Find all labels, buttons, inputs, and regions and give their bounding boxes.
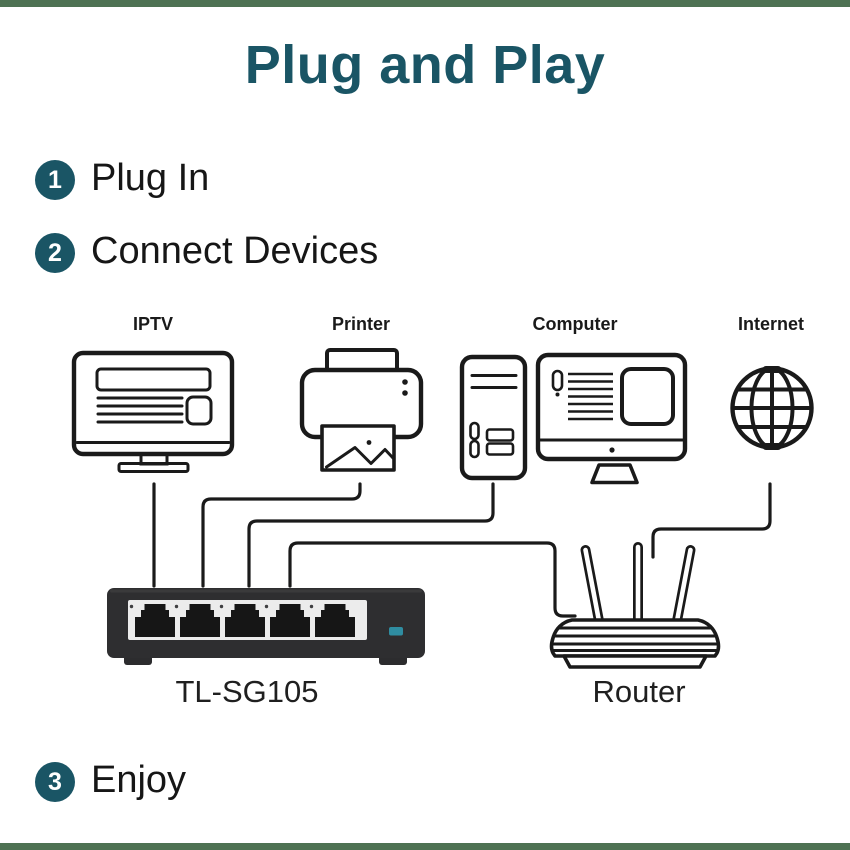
step-1: 1 Plug In [35, 157, 210, 200]
screen-dot [555, 392, 560, 397]
step-3: 3 Enjoy [35, 759, 187, 802]
switch-top-highlight [110, 589, 422, 593]
step-2-badge: 2 [35, 233, 75, 273]
screen-pill [551, 369, 564, 392]
router-base [562, 654, 708, 669]
tower-vents [470, 374, 518, 389]
photo-mountains [325, 446, 395, 469]
printer-dot-1 [402, 379, 408, 385]
globe-poles [762, 366, 782, 450]
tower-port-1 [469, 421, 480, 441]
tower-port-2 [469, 439, 480, 459]
cables [152, 482, 772, 618]
tower-drive-1 [485, 428, 515, 442]
photo-sun-dot [366, 440, 372, 445]
router-antennas [580, 542, 696, 627]
monitor-chin-dot [609, 447, 615, 453]
printer-dot-2 [402, 390, 408, 396]
step-2: 2 Connect Devices [35, 230, 379, 273]
ethernet-port-5 [315, 604, 355, 637]
internet-globe-icon [730, 366, 814, 450]
tv-text-lines [96, 396, 184, 424]
tower-drive-2 [485, 442, 515, 456]
step-3-label: Enjoy [91, 759, 187, 801]
tv-stand-base [117, 462, 190, 473]
router-body-stripes [551, 626, 719, 652]
ethernet-port-4 [270, 604, 310, 637]
iptv-label: IPTV [133, 314, 173, 334]
cable-switch-to-router [288, 541, 577, 618]
step-2-label: Connect Devices [91, 230, 379, 272]
monitor-stand [590, 463, 639, 485]
tv-banner [95, 367, 212, 392]
port-led-dots [129, 604, 314, 609]
printer-label: Printer [332, 314, 390, 334]
switch-device [107, 588, 425, 665]
bottom-edge-bar [0, 843, 850, 850]
cable-internet-to-router [651, 482, 772, 559]
iptv-icon [71, 350, 235, 473]
router-label: Router [592, 674, 685, 709]
cable-printer-to-switch [201, 482, 362, 588]
globe-parallels [732, 387, 812, 429]
ethernet-port-1 [135, 604, 175, 637]
cable-computer-to-switch [247, 482, 495, 588]
internet-label: Internet [738, 314, 804, 334]
step-1-badge: 1 [35, 160, 75, 200]
printer-icon [299, 348, 424, 472]
top-edge-bar [0, 0, 850, 7]
step-1-label: Plug In [91, 157, 210, 199]
computer-label: Computer [533, 314, 618, 334]
page-title: Plug and Play [244, 35, 606, 95]
screen-window [620, 367, 675, 426]
switch-model-label: TL-SG105 [175, 674, 318, 709]
step-3-badge: 3 [35, 762, 75, 802]
screen-text-lines [568, 372, 613, 421]
computer-icon [459, 352, 688, 485]
power-led-indicator [389, 627, 403, 636]
router-device [549, 542, 721, 669]
ethernet-port-2 [180, 604, 220, 637]
ethernet-port-3 [225, 604, 265, 637]
tv-side-box [185, 395, 213, 426]
